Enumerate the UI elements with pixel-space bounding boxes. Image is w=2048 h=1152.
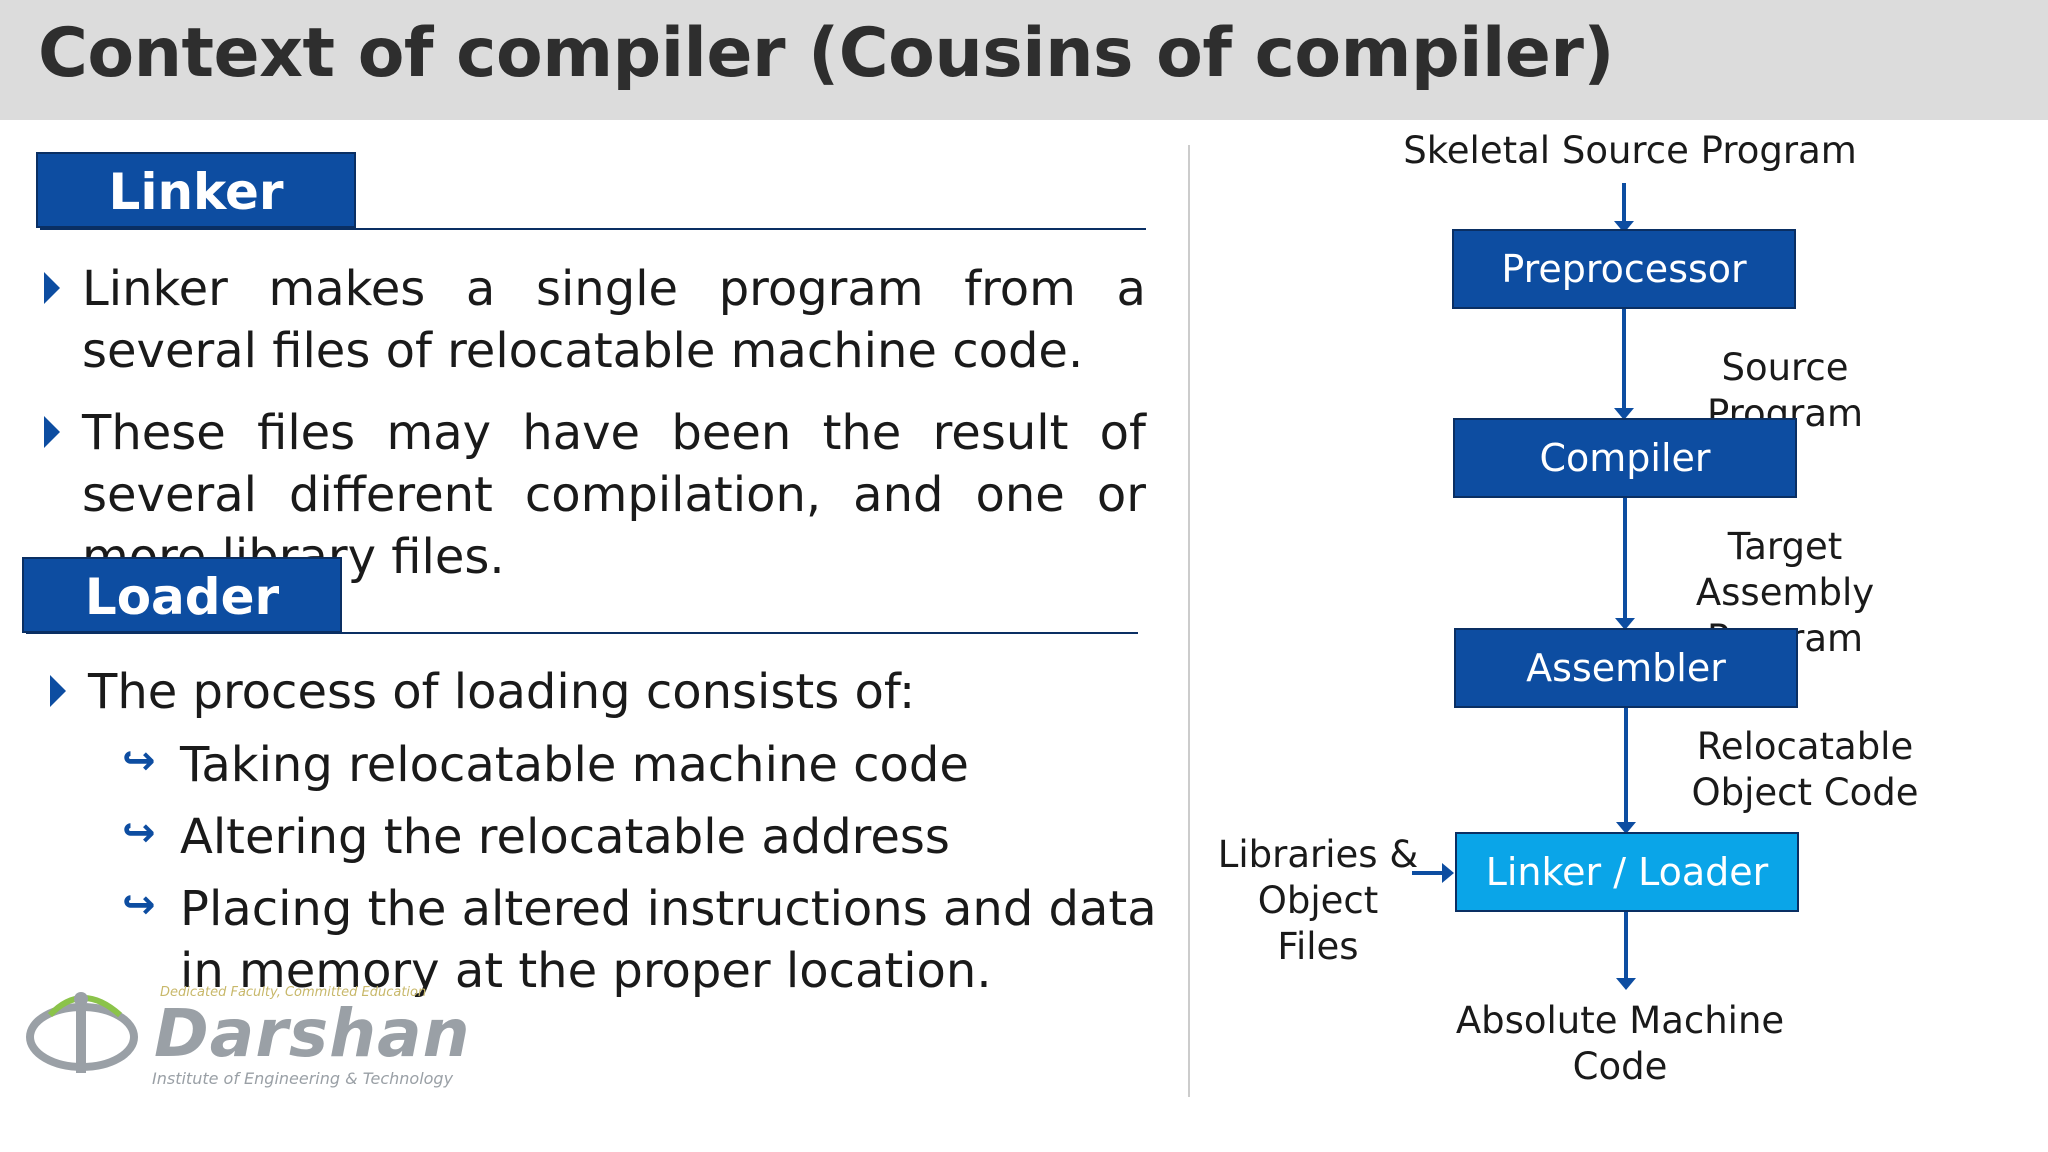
word: program — [718, 261, 924, 317]
compiler-box: Compiler — [1453, 418, 1797, 498]
linker-bullet-2-line-1: These files may have been the result of — [82, 402, 1146, 464]
loader-tab: Loader — [22, 557, 342, 633]
word: files — [257, 405, 356, 461]
darshan-logo: Dedicated Faculty, Committed Education D… — [20, 985, 470, 1095]
loader-rule — [26, 632, 1138, 634]
darshan-logo-mark-icon — [26, 992, 138, 1073]
curved-arrow-icon: ↪ — [122, 738, 156, 784]
linker-bullet-1-line-2: several files of relocatable machine cod… — [82, 323, 1084, 379]
curved-arrow-icon: ↪ — [122, 882, 156, 928]
edge-label-line: Relocatable — [1696, 725, 1914, 768]
word: different — [288, 467, 493, 523]
edge-label-line: Assembly — [1695, 571, 1875, 614]
logo-name: Darshan — [154, 995, 471, 1072]
word: These — [82, 405, 226, 461]
arrow-down-icon — [1616, 708, 1636, 834]
bullet-arrow-icon — [50, 675, 66, 707]
slide-title: Context of compiler (Cousins of compiler… — [38, 14, 1615, 93]
loader-item-2: Altering the relocatable address — [180, 809, 950, 865]
loader-intro: The process of loading consists of: — [88, 664, 916, 720]
absolute-machine-code-label: Absolute Machine Code — [1430, 998, 1810, 1090]
arrow-down-icon — [1614, 183, 1634, 233]
libraries-input-label: Libraries & Object Files — [1208, 832, 1428, 970]
linker-rule — [40, 228, 1146, 230]
word: a — [465, 261, 496, 317]
arrow-right-icon — [1412, 863, 1454, 883]
arrow-down-icon — [1616, 912, 1636, 990]
arrow-down-icon — [1614, 309, 1634, 420]
word: been — [671, 405, 792, 461]
loader-item-1: Taking relocatable machine code — [180, 737, 969, 793]
target-assembly-label: Target Assembly Program — [1680, 524, 1890, 662]
word: one — [975, 467, 1065, 523]
bottom-label-line: Code — [1572, 1045, 1668, 1088]
preprocessor-box: Preprocessor — [1452, 229, 1796, 309]
loader-item-3: Placing the altered instructions and dat… — [180, 881, 1157, 937]
skeletal-source-label: Skeletal Source Program — [1403, 129, 1857, 172]
word: and — [853, 467, 944, 523]
logo-subtitle: Institute of Engineering & Technology — [152, 1069, 454, 1088]
loader-item-3-cont: in memory at the proper location. — [180, 943, 992, 999]
side-label-line: Libraries & — [1217, 833, 1419, 876]
word: have — [522, 405, 641, 461]
bullet-arrow-icon — [44, 272, 60, 304]
word: makes — [268, 261, 426, 317]
side-label-line: Files — [1277, 925, 1359, 968]
edge-label-line: Source — [1721, 346, 1849, 389]
edge-label-line: Object Code — [1691, 771, 1919, 814]
bottom-label-line: Absolute Machine — [1455, 999, 1785, 1042]
linker-tab: Linker — [36, 152, 356, 228]
linker-loader-box: Linker / Loader — [1455, 832, 1799, 912]
arrow-down-icon — [1615, 498, 1635, 630]
word: compilation, — [524, 467, 822, 523]
relocatable-object-label: Relocatable Object Code — [1680, 724, 1930, 816]
word: Linker — [82, 261, 228, 317]
linker-bullet-1-line-1: Linker makes a single program from a — [82, 258, 1146, 320]
word: the — [822, 405, 902, 461]
assembler-box: Assembler — [1454, 628, 1798, 708]
word: single — [535, 261, 679, 317]
word: result — [932, 405, 1069, 461]
word: may — [386, 405, 492, 461]
word: a — [1116, 261, 1146, 317]
side-label-line: Object — [1257, 879, 1379, 922]
logo-tagline: Dedicated Faculty, Committed Education — [160, 985, 427, 1000]
linker-bullet-2-line-2: several different compilation, and one o… — [82, 464, 1146, 526]
column-divider — [1188, 145, 1190, 1097]
word: several — [82, 467, 257, 523]
word: from — [964, 261, 1076, 317]
curved-arrow-icon: ↪ — [122, 810, 156, 856]
word: or — [1096, 467, 1146, 523]
edge-label-line: Target — [1727, 525, 1843, 568]
title-bar: Context of compiler (Cousins of compiler… — [0, 0, 2048, 120]
bullet-arrow-icon — [44, 416, 60, 448]
word: of — [1099, 405, 1146, 461]
